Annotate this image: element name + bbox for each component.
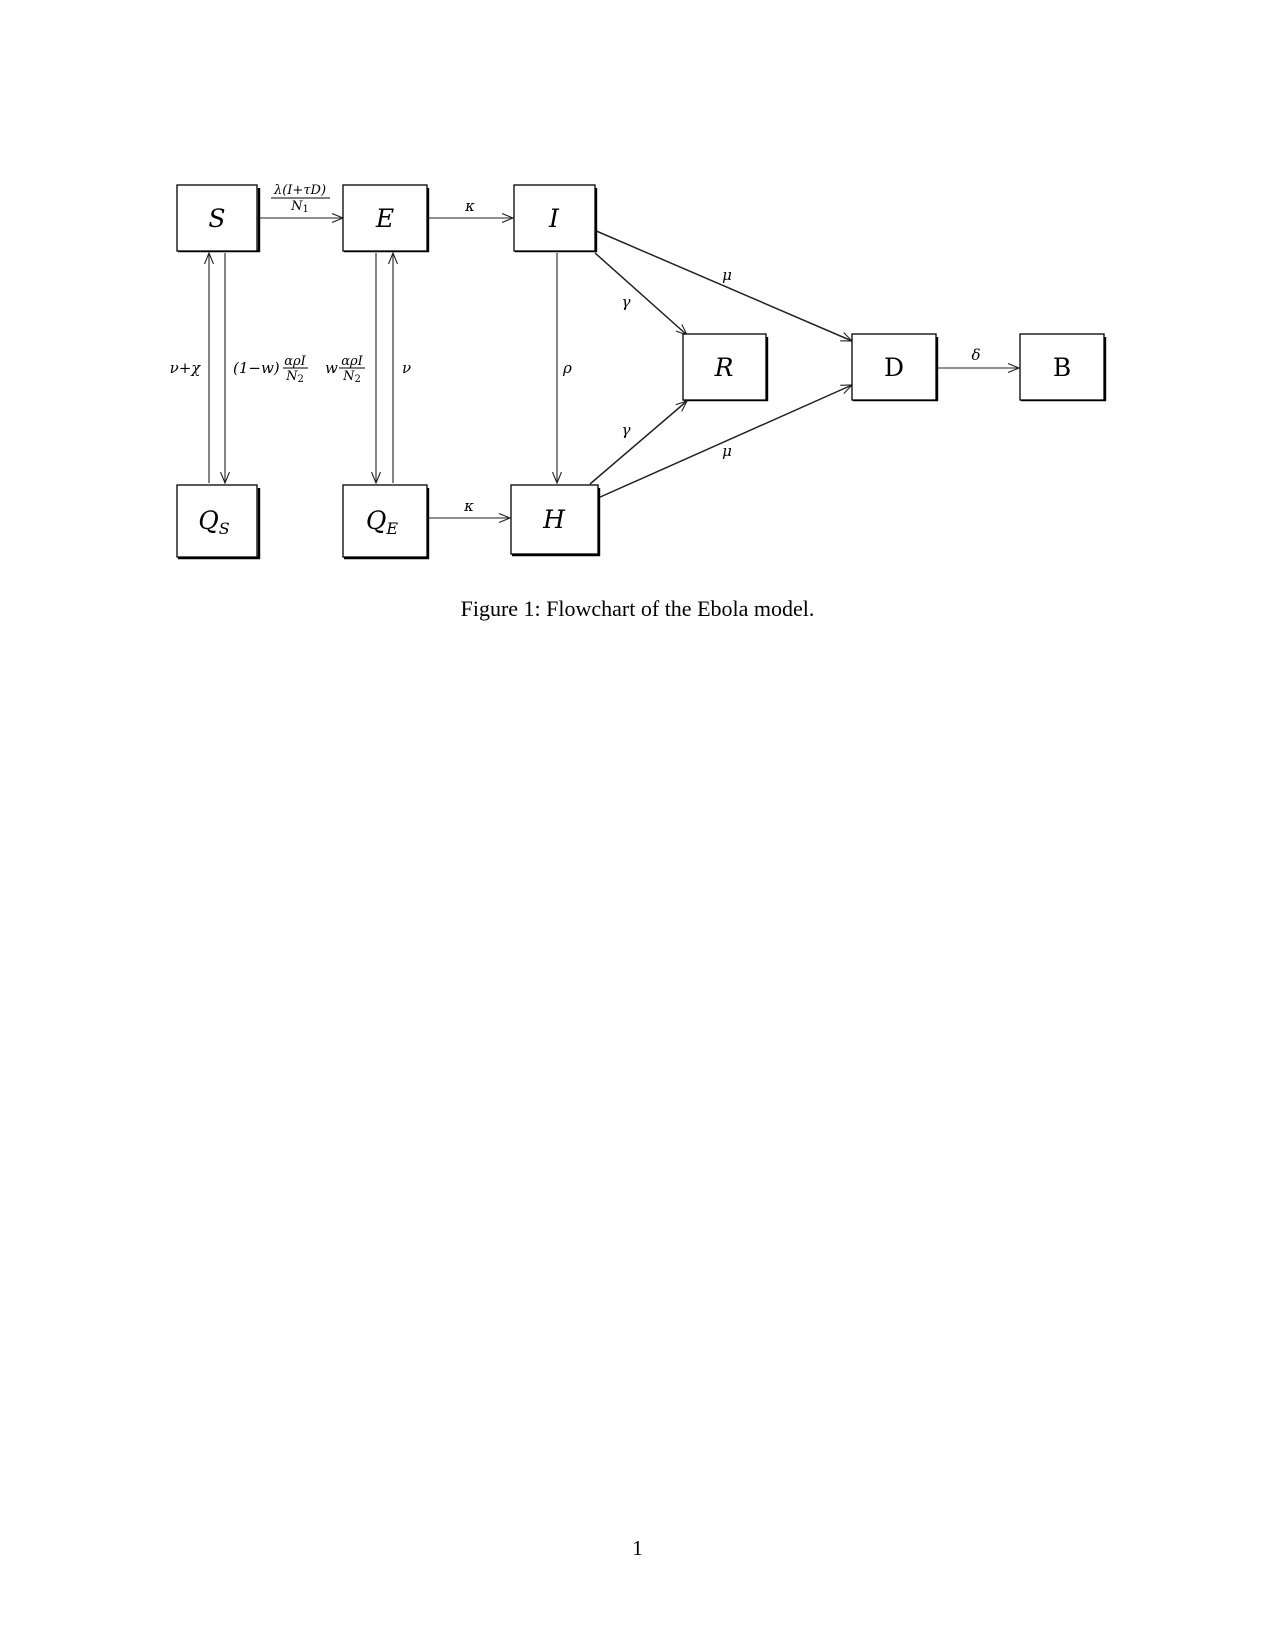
node-qs-label: QS: [198, 506, 230, 538]
rate-e-to-qe-num: αρI: [341, 354, 363, 369]
rate-e-to-qe-den: N2: [342, 369, 361, 385]
node-s-label: S: [208, 204, 225, 233]
edge-h-to-r: [589, 401, 687, 485]
rate-qs-to-s: ν+χ: [170, 359, 202, 377]
node-qs-sub: S: [219, 519, 230, 538]
node-h-label: H: [542, 505, 566, 534]
rate-s-to-qs: (1−w) αρI N2: [233, 354, 308, 385]
rate-qe-to-e: ν: [402, 359, 411, 377]
rate-e-to-qe-prefix: w: [325, 359, 338, 377]
nodes: S E I QS QE H: [176, 184, 1107, 560]
rate-i-to-d: μ: [722, 266, 732, 284]
rate-s-to-qs-den-base: N: [285, 369, 298, 384]
rate-i-to-h: ρ: [562, 359, 572, 377]
rate-h-to-d: μ: [722, 442, 732, 460]
rate-e-to-qe: w αρI N2: [325, 354, 365, 385]
node-qe-base: Q: [366, 506, 387, 535]
rate-s-to-e-den-base: N: [290, 199, 303, 214]
rate-s-to-qs-den-sub: 2: [298, 374, 304, 385]
node-b: B: [1019, 333, 1107, 402]
rate-qe-to-h: κ: [463, 497, 474, 515]
rate-h-to-r: γ: [622, 421, 631, 439]
rate-labels: λ(I+τD) N1 κ κ ν+χ (1−w) αρI N2 w αρI N2…: [170, 183, 981, 515]
edge-h-to-d: [597, 384, 852, 499]
rate-s-to-qs-num: αρI: [284, 354, 306, 369]
node-b-label: B: [1053, 353, 1071, 382]
node-d-label: D: [884, 353, 904, 382]
rate-e-to-qe-den-sub: 2: [355, 374, 361, 385]
node-qe: QE: [342, 484, 430, 560]
rate-s-to-qs-prefix: (1−w): [233, 359, 280, 377]
node-qs-base: Q: [198, 506, 219, 535]
rate-s-to-e: λ(I+τD) N1: [271, 183, 330, 215]
node-r: R: [682, 333, 769, 402]
node-qe-sub: E: [385, 519, 398, 538]
rate-i-to-r: γ: [622, 293, 631, 311]
rate-s-to-e-den-sub: 1: [303, 204, 309, 215]
rate-s-to-e-den: N1: [290, 199, 309, 215]
node-d: D: [851, 333, 939, 402]
page-number: 1: [632, 1536, 643, 1560]
node-r-label: R: [714, 353, 734, 382]
node-qs: QS: [176, 484, 261, 560]
node-s: S: [176, 184, 261, 253]
node-e: E: [342, 184, 430, 253]
node-i-label: I: [548, 204, 560, 233]
node-i: I: [513, 184, 598, 253]
rate-s-to-qs-den: N2: [285, 369, 304, 385]
node-h: H: [510, 484, 601, 557]
rate-e-to-i: κ: [464, 197, 475, 215]
rate-e-to-qe-den-base: N: [342, 369, 355, 384]
node-qe-label: QE: [366, 506, 399, 538]
rate-s-to-e-num: λ(I+τD): [273, 183, 326, 198]
edge-i-to-r: [594, 252, 687, 335]
edges: [209, 218, 1019, 518]
figure-caption: Figure 1: Flowchart of the Ebola model.: [460, 596, 815, 621]
edge-i-to-d: [593, 229, 852, 342]
node-e-label: E: [375, 204, 394, 233]
rate-d-to-b: δ: [971, 346, 980, 364]
